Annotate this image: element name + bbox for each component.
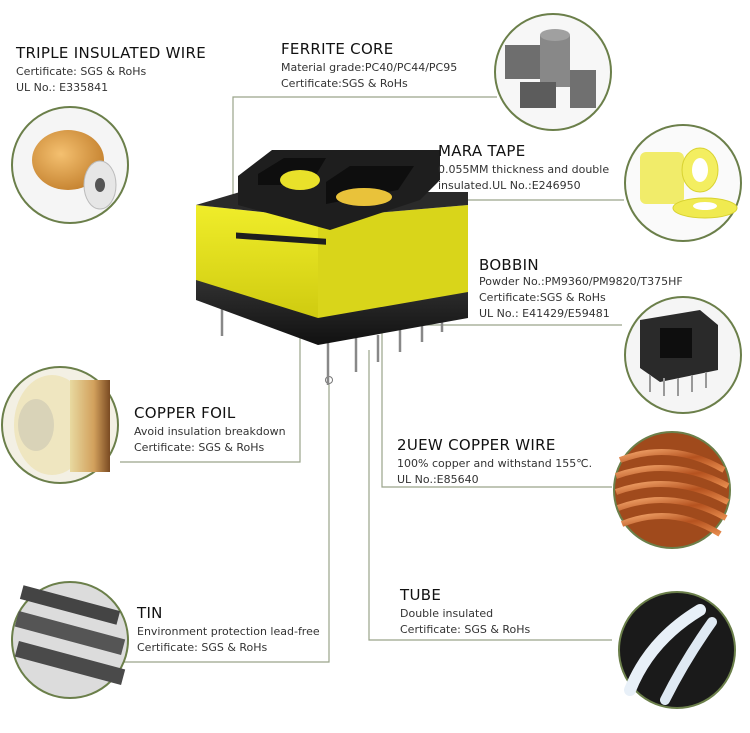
copper-foil-line2: Certificate: SGS & RoHs xyxy=(134,441,265,454)
leader-ferrite-core xyxy=(232,96,497,207)
ferrite-core-photo xyxy=(494,13,612,131)
leader-tin xyxy=(120,380,330,663)
tube-line1: Double insulated xyxy=(400,607,494,620)
tube-line2: Certificate: SGS & RoHs xyxy=(400,623,531,636)
tin-line1: Environment protection lead-free xyxy=(137,625,320,638)
copper-foil-photo xyxy=(1,366,119,484)
uew-wire-title: 2UEW COPPER WIRE xyxy=(397,436,556,454)
mara-tape-line2: insulated.UL No.:E246950 xyxy=(438,179,581,192)
bobbin-line3: UL No.: E41429/E59481 xyxy=(479,307,610,320)
mara-tape-title: MARA TAPE xyxy=(438,142,526,160)
triple-wire-line1: Certificate: SGS & RoHs xyxy=(16,65,147,78)
uew-wire-line1: 100% copper and withstand 155℃. xyxy=(397,457,593,470)
ferrite-core-line1: Material grade:PC40/PC44/PC95 xyxy=(281,61,458,74)
copper-foil-title: COPPER FOIL xyxy=(134,404,236,422)
mara-tape-line1: 0.055MM thickness and double xyxy=(438,163,610,176)
ferrite-core-line2: Certificate:SGS & RoHs xyxy=(281,77,408,90)
tin-line2: Certificate: SGS & RoHs xyxy=(137,641,268,654)
uew-wire-line2: UL No.:E85640 xyxy=(397,473,479,486)
copper-foil-line1: Avoid insulation breakdown xyxy=(134,425,286,438)
tin-title: TIN xyxy=(137,604,163,622)
tube-title: TUBE xyxy=(400,586,442,604)
triple-wire-line2: UL No.: E335841 xyxy=(16,81,109,94)
uew-wire-photo xyxy=(613,431,731,549)
tin-solder-photo xyxy=(11,581,129,699)
bobbin-photo xyxy=(624,296,742,414)
leader-tube xyxy=(368,350,612,641)
ferrite-core-title: FERRITE CORE xyxy=(281,40,394,58)
triple-wire-title: TRIPLE INSULATED WIRE xyxy=(16,44,207,62)
tube-photo xyxy=(618,591,736,709)
bobbin-title: BOBBIN xyxy=(479,256,539,274)
bobbin-line1: Powder No.:PM9360/PM9820/T375HF xyxy=(479,275,683,288)
bobbin-line2: Certificate:SGS & RoHs xyxy=(479,291,606,304)
mara-tape-photo xyxy=(624,124,742,242)
triple-wire-photo xyxy=(11,106,129,224)
